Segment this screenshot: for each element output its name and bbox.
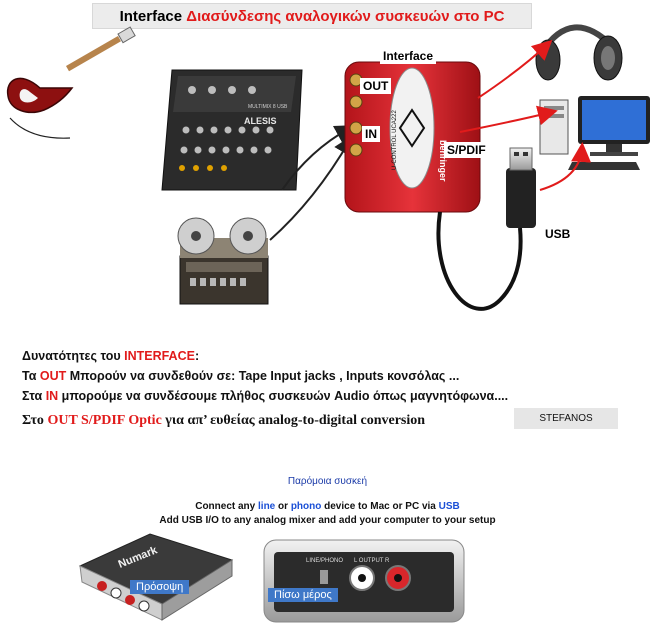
similar-heading: Παρόμοια συσκεή — [287, 476, 368, 487]
tape-to-in-arrow — [269, 134, 354, 241]
headphones-icon — [535, 24, 623, 81]
interface-brand-label: behringer — [438, 140, 448, 182]
mixer-to-in-arrow — [281, 125, 356, 191]
guitar-icon — [6, 26, 136, 139]
capabilities-line-spdif: Στο OUT S/PDIF Optic για απ’ ευθείας ana… — [22, 413, 426, 428]
back-panel-line-phono-label: LINE/PHONO — [306, 558, 343, 564]
numark-device-icon: Numark — [78, 533, 234, 621]
usb-cable-icon — [436, 147, 536, 311]
interface-label: Interface — [380, 48, 437, 64]
title-rest: Διασύνδεσης αναλογικών συσκευών στο PC — [186, 8, 505, 25]
usb-to-computer-arrow — [539, 142, 592, 191]
capabilities-heading: Δυνατότητες του INTERFACE: — [22, 349, 200, 363]
interface-to-computer-arrow — [459, 105, 558, 133]
signature-badge: STEFANOS — [514, 408, 618, 429]
similar-line-add: Add USB I/O to any analog mixer and add … — [159, 515, 496, 526]
back-panel-icon: LINE/PHONO L OUTPUT R — [263, 539, 465, 623]
capabilities-line-out: Τα OUT Μπορούν να συνδεθούν σε: Tape Inp… — [22, 369, 460, 383]
interface-to-headphones-arrow — [477, 39, 553, 99]
in-label: IN — [362, 126, 380, 142]
mixer-icon: ALESIS MULTIMIX 8 USB — [161, 69, 303, 191]
interface-model-label: U-CONTROL UCA222 — [392, 110, 398, 170]
capabilities-line-in: Στα IN μπορούμε να συνδέσουμε πλήθος συσ… — [22, 389, 509, 403]
mixer-model-label: MULTIMIX 8 USB — [248, 104, 288, 110]
mixer-brand-label: ALESIS — [244, 116, 277, 126]
usb-label: USB — [542, 226, 574, 242]
out-label: OUT — [360, 78, 392, 94]
back-panel-output-label: L OUTPUT R — [354, 558, 390, 564]
tape-recorder-icon — [177, 217, 269, 305]
computer-icon — [539, 96, 650, 170]
front-caption: Πρόσοψη — [130, 580, 190, 594]
spdif-label: S/PDIF — [444, 142, 489, 158]
page-title: Interface Διασύνδεσης αναλογικών συσκευώ… — [92, 3, 532, 29]
title-prefix: Interface — [119, 8, 183, 25]
back-caption: Πίσω μέρος — [268, 588, 338, 602]
usb-interface-icon: behringer U-CONTROL UCA222 — [344, 61, 481, 213]
similar-line-connect: Connect any line or phono device to Mac … — [195, 501, 460, 512]
